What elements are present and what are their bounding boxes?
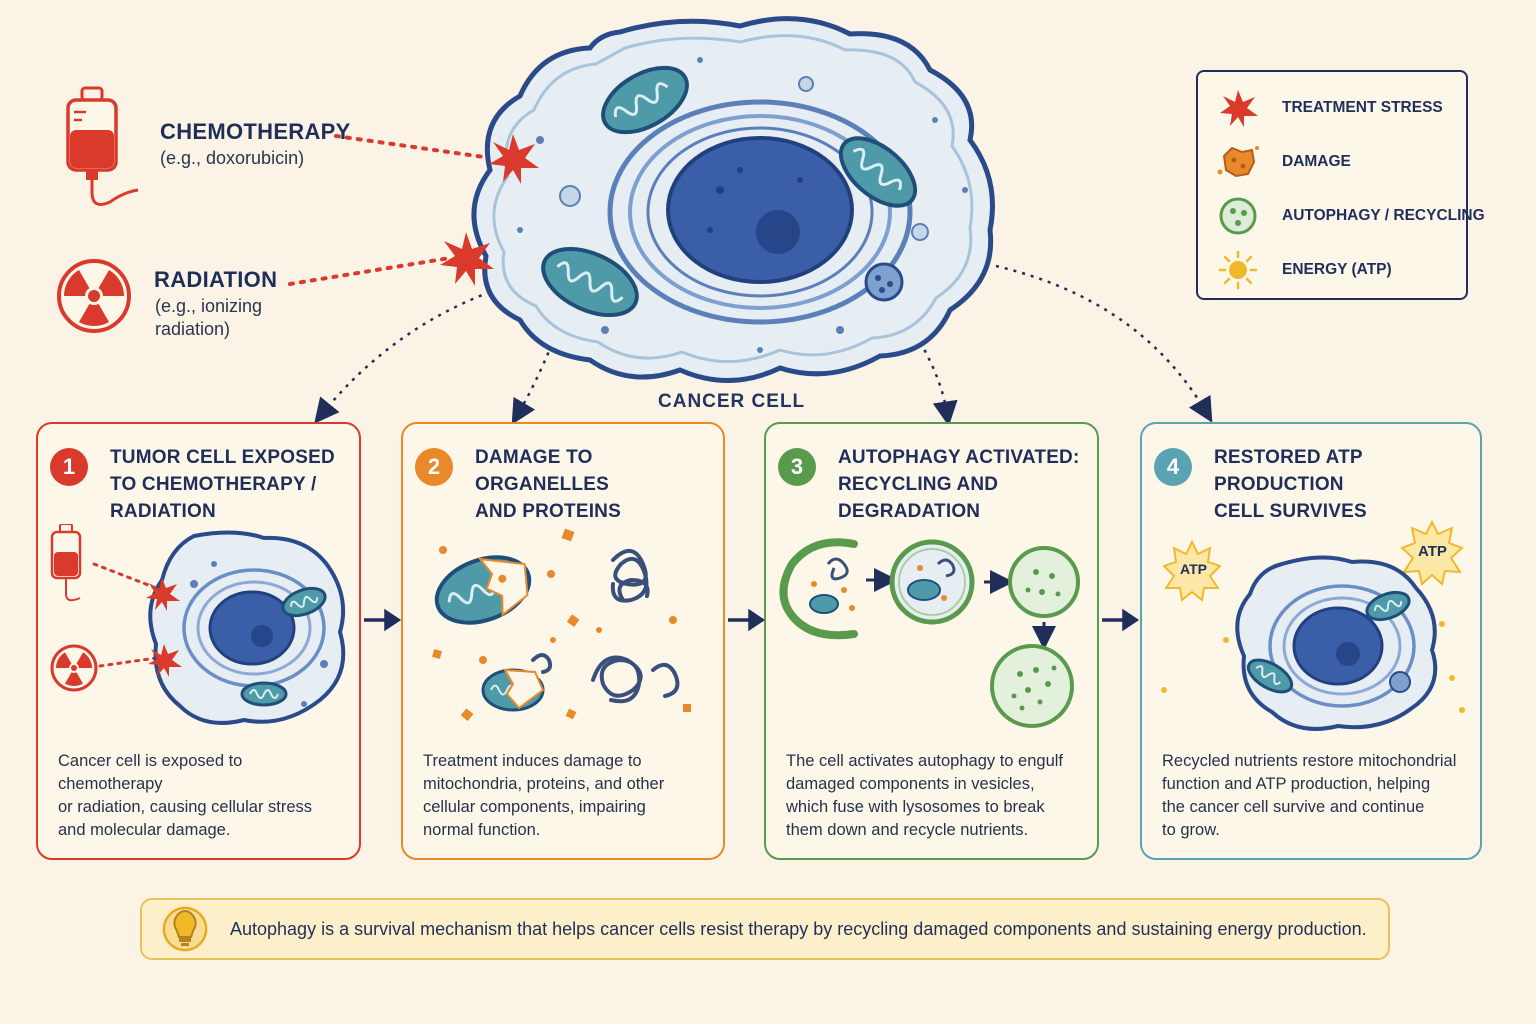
step-title-line: RESTORED ATP PRODUCTION <box>1214 447 1363 495</box>
starburst-icon <box>440 232 494 286</box>
desc-line: them down and recycle nutrients. <box>786 821 1029 839</box>
chemotherapy-title: CHEMOTHERAPY <box>160 119 351 144</box>
desc-line: function and ATP production, helping <box>1162 775 1431 793</box>
legend: TREATMENT STRESS DAMAGE AUTOPHAGY / RECY… <box>1196 70 1485 300</box>
legend-label: TREATMENT STRESS <box>1282 99 1443 116</box>
starburst-icon <box>489 134 539 184</box>
atp-label: ATP <box>1418 543 1447 560</box>
radiation-icon <box>56 258 132 334</box>
connector-to-step3 <box>918 341 958 427</box>
legend-item-energy: ENERGY (ATP) <box>1216 250 1392 290</box>
autolysosome-icon <box>1008 546 1080 618</box>
step-number-badge: 3 <box>778 448 816 486</box>
connector-to-step2 <box>511 343 554 425</box>
sun-icon <box>1218 250 1258 290</box>
desc-line: mitochondria, proteins, and other <box>423 775 665 793</box>
panel-arrows <box>364 608 1140 632</box>
step-title-line: TO CHEMOTHERAPY / <box>110 474 317 495</box>
connector-to-step1 <box>314 290 491 424</box>
atp-burst-icon <box>1162 539 1222 602</box>
radiation-dotted-line <box>288 256 452 286</box>
radiation-subtitle-line2: radiation) <box>155 319 231 339</box>
chemotherapy-subtitle: (e.g., doxorubicin) <box>160 148 305 168</box>
legend-label: DAMAGE <box>1282 153 1351 170</box>
step-description: The cell activates autophagy to engulf d… <box>786 750 1083 842</box>
desc-line: Recycled nutrients restore mitochondrial <box>1162 752 1457 770</box>
step-number-badge: 2 <box>415 448 453 486</box>
damage-illustration <box>432 528 691 722</box>
radiation-icon <box>50 644 98 692</box>
step-1-panel: 1 TUMOR CELL EXPOSED TO CHEMOTHERAPY / R… <box>36 422 361 860</box>
desc-line: the cancer cell survive and continue <box>1162 798 1425 816</box>
desc-line: damaged components in vesicles, <box>786 775 1035 793</box>
step-title-line: TUMOR CELL EXPOSED <box>110 447 335 468</box>
atp-label: ATP <box>1180 561 1207 577</box>
starburst-icon <box>148 644 182 677</box>
exposed-cell-illustration <box>50 524 346 725</box>
step-description: Treatment induces damage to mitochondria… <box>423 750 709 842</box>
step-title: DAMAGE TO ORGANELLES AND PROTEINS <box>475 444 711 525</box>
step-number-badge: 4 <box>1154 448 1192 486</box>
step-title-line: DEGRADATION <box>838 501 981 522</box>
autophagy-icon <box>1219 197 1257 235</box>
surviving-cell-illustration <box>1161 519 1465 731</box>
step-number-badge: 1 <box>50 448 88 486</box>
step-title-line: AUTOPHAGY ACTIVATED: <box>838 447 1080 468</box>
iv-bag-icon <box>50 524 82 602</box>
desc-line: cellular components, impairing <box>423 798 646 816</box>
damage-icon <box>1217 146 1259 178</box>
main-cancer-cell <box>471 16 995 383</box>
desc-line: The cell activates autophagy to engulf <box>786 752 1064 770</box>
step-title: AUTOPHAGY ACTIVATED: RECYCLING AND DEGRA… <box>838 444 1085 525</box>
starburst-icon <box>146 578 180 611</box>
misfolded-protein-icon <box>531 549 680 704</box>
legend-item-autophagy: AUTOPHAGY / RECYCLING <box>1216 196 1485 236</box>
chemo-dotted-line <box>334 134 507 162</box>
step-title-line: AND PROTEINS <box>475 501 621 522</box>
desc-line: to grow. <box>1162 821 1220 839</box>
legend-item-treatment-stress: TREATMENT STRESS <box>1216 88 1443 128</box>
step-title-line: RADIATION <box>110 501 216 522</box>
summary-note: Autophagy is a survival mechanism that h… <box>140 898 1390 960</box>
desc-line: and molecular damage. <box>58 821 231 839</box>
connector-to-step4 <box>995 264 1213 423</box>
autophagosome-icon <box>889 539 975 625</box>
main-cell-label: CANCER CELL <box>658 391 806 412</box>
step-title-line: DAMAGE TO ORGANELLES <box>475 447 609 495</box>
step-description: Recycled nutrients restore mitochondrial… <box>1162 750 1466 842</box>
radiation-subtitle-line1: (e.g., ionizing <box>155 296 263 316</box>
radiation-title: RADIATION <box>154 267 278 292</box>
desc-line: normal function. <box>423 821 541 839</box>
summary-text: Autophagy is a survival mechanism that h… <box>230 919 1367 939</box>
step-title: TUMOR CELL EXPOSED TO CHEMOTHERAPY / RAD… <box>110 444 347 525</box>
desc-line: which fuse with lysosomes to break <box>786 798 1045 816</box>
legend-label: AUTOPHAGY / RECYCLING <box>1282 207 1485 224</box>
desc-line: Cancer cell is exposed to chemotherapy <box>58 752 243 793</box>
autophagy-illustration <box>779 538 1080 728</box>
lightbulb-icon <box>162 906 208 952</box>
legend-item-damage: DAMAGE <box>1216 142 1351 182</box>
step-4-panel: 4 RESTORED ATP PRODUCTION CELL SURVIVES … <box>1140 422 1482 860</box>
legend-label: ENERGY (ATP) <box>1282 261 1392 278</box>
step-2-panel: 2 DAMAGE TO ORGANELLES AND PROTEINS <box>401 422 725 860</box>
step-description: Cancer cell is exposed to chemotherapy o… <box>58 750 345 842</box>
recycled-nutrients-icon <box>990 644 1074 728</box>
step-title-line: CELL SURVIVES <box>1214 501 1367 522</box>
step-title-line: RECYCLING AND <box>838 474 999 495</box>
starburst-icon <box>1220 90 1258 127</box>
desc-line: Treatment induces damage to <box>423 752 642 770</box>
step-title: RESTORED ATP PRODUCTION CELL SURVIVES <box>1214 444 1468 525</box>
damage-fragments <box>432 528 691 722</box>
phagophore-icon <box>779 538 858 640</box>
step-3-panel: 3 AUTOPHAGY ACTIVATED: RECYCLING AND DEG… <box>764 422 1099 860</box>
atp-burst-icon <box>1400 519 1464 586</box>
damaged-mitochondrion-icon <box>434 555 532 625</box>
iv-bag-icon <box>60 86 170 214</box>
damaged-mitochondrion-icon <box>481 668 545 712</box>
main-diagram-graphics <box>288 16 1213 427</box>
desc-line: or radiation, causing cellular stress <box>58 798 313 816</box>
